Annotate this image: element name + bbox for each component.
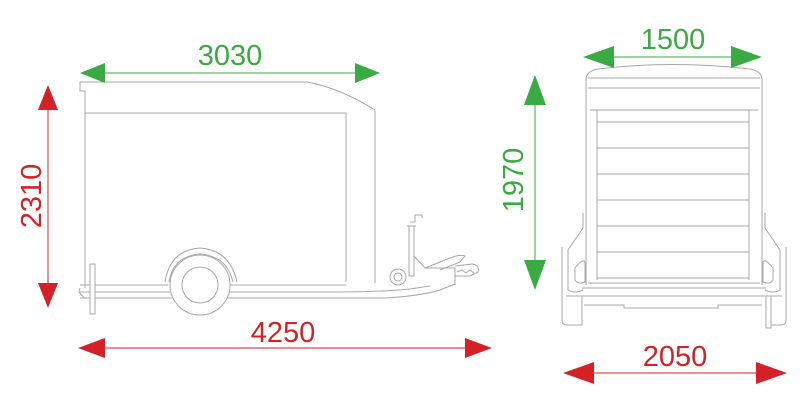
side-view-trailer xyxy=(78,81,479,316)
body-length-label: 3030 xyxy=(198,40,263,72)
dimension-body-height: 1970 xyxy=(498,75,546,290)
arrow-left-icon xyxy=(583,46,614,68)
body-height-label: 1970 xyxy=(498,148,530,213)
arrow-left-icon xyxy=(563,362,594,384)
arrow-down-icon xyxy=(524,260,546,290)
overall-width-label: 2050 xyxy=(643,341,708,373)
arrow-up-icon xyxy=(524,75,546,105)
dimension-overall-width: 2050 xyxy=(563,341,787,384)
body-width-label: 1500 xyxy=(641,24,706,56)
arrow-right-icon xyxy=(756,362,787,384)
dimension-overall-height: 2310 xyxy=(16,85,58,308)
arrow-right-icon xyxy=(355,63,380,83)
arrow-up-icon xyxy=(38,85,58,110)
arrow-down-icon xyxy=(38,283,58,308)
dimension-body-width: 1500 xyxy=(583,24,762,68)
dimension-overall-length: 4250 xyxy=(78,317,492,358)
arrow-right-icon xyxy=(731,46,762,68)
arrow-left-icon xyxy=(78,338,105,358)
rear-view-trailer xyxy=(561,64,787,329)
dimension-body-length: 3030 xyxy=(80,40,380,83)
arrow-right-icon xyxy=(465,338,492,358)
arrow-left-icon xyxy=(80,63,105,83)
overall-height-label: 2310 xyxy=(16,164,48,229)
overall-length-label: 4250 xyxy=(251,317,316,349)
